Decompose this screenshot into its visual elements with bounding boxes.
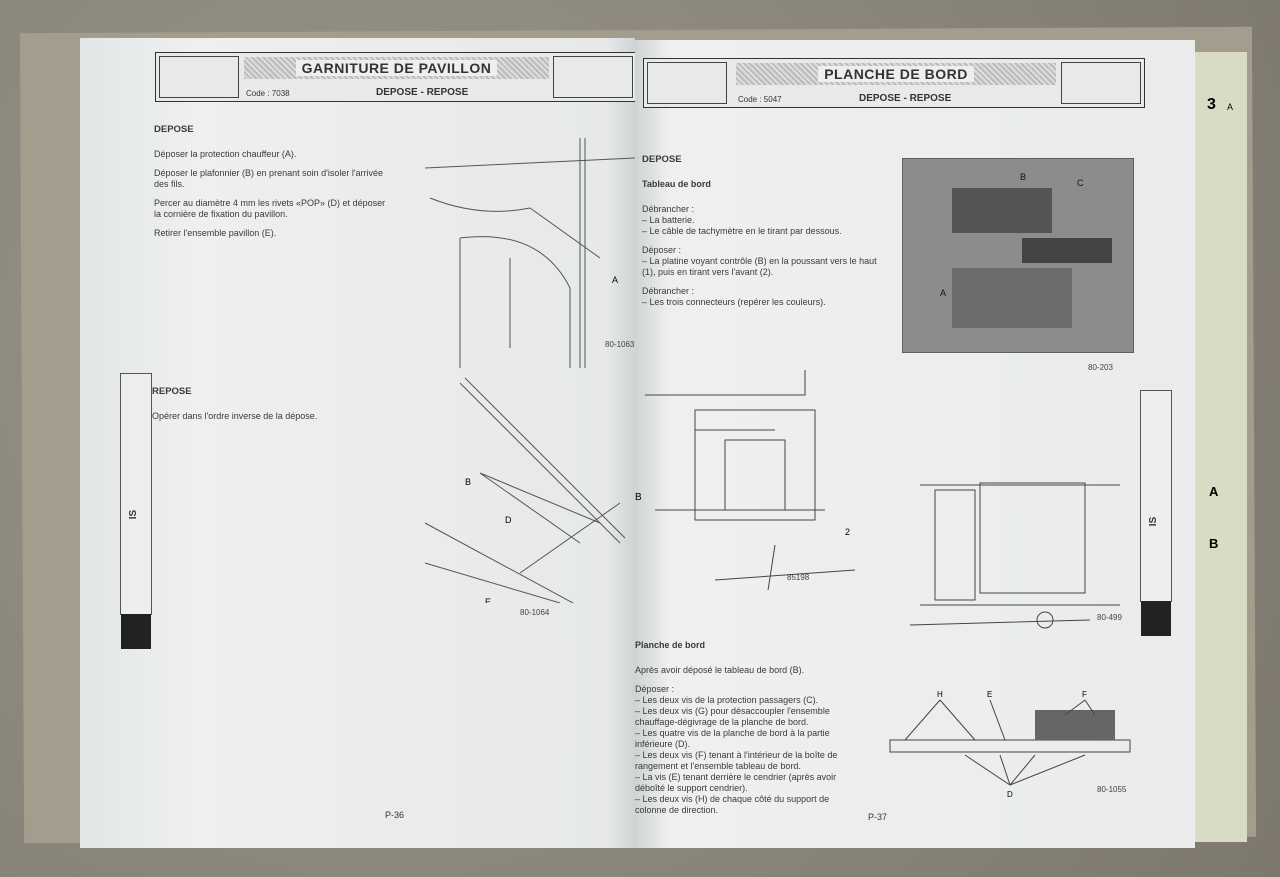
right-page: PLANCHE DE BORD Code : 5047 DEPOSE - REP… — [635, 40, 1195, 848]
item: – Les quatre vis de la planche de bord à… — [635, 728, 830, 749]
left-side-tab: IS — [120, 373, 152, 649]
item: – La vis (E) tenant derrière le cendrier… — [635, 772, 837, 793]
group-intro: Débrancher : — [642, 204, 695, 214]
car-icon — [1061, 62, 1141, 104]
fig-label: A — [940, 288, 946, 298]
page-number: P-36 — [385, 810, 405, 820]
group-intro: Déposer : — [642, 245, 682, 255]
car-icon — [159, 56, 239, 98]
fig-label: C — [1077, 178, 1084, 188]
intro: Après avoir déposé le tableau de bord (B… — [635, 665, 805, 675]
item: – La batterie. — [642, 215, 695, 225]
fig-label: A — [612, 275, 618, 285]
item: – Les deux vis (H) de chaque côté du sup… — [635, 794, 830, 815]
left-subtitle: DEPOSE - REPOSE — [376, 87, 469, 98]
fig-label: D — [505, 515, 512, 525]
figure-caption: 80-1055 — [1097, 785, 1127, 794]
figure-caption: 80-203 — [1088, 363, 1113, 372]
right-subtitle: DEPOSE - REPOSE — [859, 93, 952, 104]
right-header: PLANCHE DE BORD Code : 5047 DEPOSE - REP… — [643, 58, 1145, 108]
planche-section: Planche de bord Après avoir déposé le ta… — [635, 640, 860, 816]
car-icon — [553, 56, 633, 98]
figure-caption: 80-1063 — [605, 340, 635, 349]
figure-dashboard-photo: B C A — [902, 158, 1134, 353]
car-icon — [647, 62, 727, 104]
figure-caption: 80-1064 — [520, 608, 550, 617]
figure-roof-interior: A — [424, 138, 635, 368]
step: Retirer l'ensemble pavillon (E). — [154, 228, 277, 238]
fig-label: E — [485, 597, 491, 603]
step: Percer au diamètre 4 mm les rivets «POP»… — [154, 198, 386, 219]
item: – Les trois connecteurs (repérer les cou… — [642, 297, 826, 307]
side-tab-label: IS — [1148, 516, 1160, 527]
depose-heading: DEPOSE — [642, 154, 682, 165]
group-intro: Débrancher : — [642, 286, 695, 296]
fig-label: F — [1082, 690, 1087, 699]
right-code: Code : 5047 — [738, 95, 782, 104]
section-letter: A — [1227, 102, 1234, 112]
fig-label: H — [937, 690, 943, 699]
page-number: P-37 — [868, 812, 888, 822]
figure-caption: 80-499 — [1097, 613, 1122, 622]
left-depose-section: DEPOSE Déposer la protection chauffeur (… — [154, 124, 386, 247]
left-repose-section: REPOSE Opérer dans l'ordre inverse de la… — [152, 386, 384, 430]
item: – Les deux vis (G) pour désaccoupler l'e… — [635, 706, 830, 727]
figure-instrument-cluster — [909, 482, 1120, 629]
figure-caption: 85198 — [787, 573, 810, 582]
right-side-tab: IS — [1140, 390, 1172, 636]
fig-label: B — [465, 477, 471, 487]
repose-heading: REPOSE — [152, 386, 192, 397]
item: – Les deux vis de la protection passager… — [635, 695, 819, 705]
edge-label: A — [1209, 484, 1219, 499]
fig-label: 2 — [845, 527, 850, 537]
section-number: 3 — [1207, 96, 1216, 113]
fig-label: B — [635, 492, 642, 503]
group-intro: Déposer : — [635, 684, 675, 694]
edge-label: B — [1209, 536, 1219, 551]
figure-control-panel: B 1 2 — [635, 370, 856, 590]
left-header: GARNITURE DE PAVILLON Code : 7038 DEPOSE… — [155, 52, 637, 102]
item: – La platine voyant contrôle (B) en la p… — [642, 256, 877, 277]
fig-label: D — [1007, 790, 1013, 799]
step: Déposer la protection chauffeur (A). — [154, 149, 297, 159]
subheading: Planche de bord — [635, 640, 706, 650]
depose-heading: DEPOSE — [154, 124, 194, 135]
section-edge-tabs: 3 A A B — [1195, 52, 1247, 842]
right-title: PLANCHE DE BORD — [818, 66, 974, 82]
subheading: Tableau de bord — [642, 179, 711, 189]
left-title: GARNITURE DE PAVILLON — [295, 60, 498, 76]
figure-headliner: B D E — [424, 377, 626, 603]
fig-label: B — [1020, 172, 1026, 182]
item: – Les deux vis (F) tenant à l'intérieur … — [635, 750, 838, 771]
figure-dashboard-assembly: H E F D — [889, 690, 1131, 799]
left-page: GARNITURE DE PAVILLON Code : 7038 DEPOSE… — [80, 38, 637, 848]
repose-text: Opérer dans l'ordre inverse de la dépose… — [152, 411, 318, 421]
left-code: Code : 7038 — [246, 89, 290, 98]
fig-label: E — [987, 690, 992, 699]
item: – Le câble de tachymètre en le tirant pa… — [642, 226, 842, 236]
side-tab-label: IS — [128, 509, 140, 520]
step: Déposer le plafonnier (B) en prenant soi… — [154, 168, 384, 189]
right-depose-section: DEPOSE Tableau de bord Débrancher : – La… — [642, 154, 892, 316]
